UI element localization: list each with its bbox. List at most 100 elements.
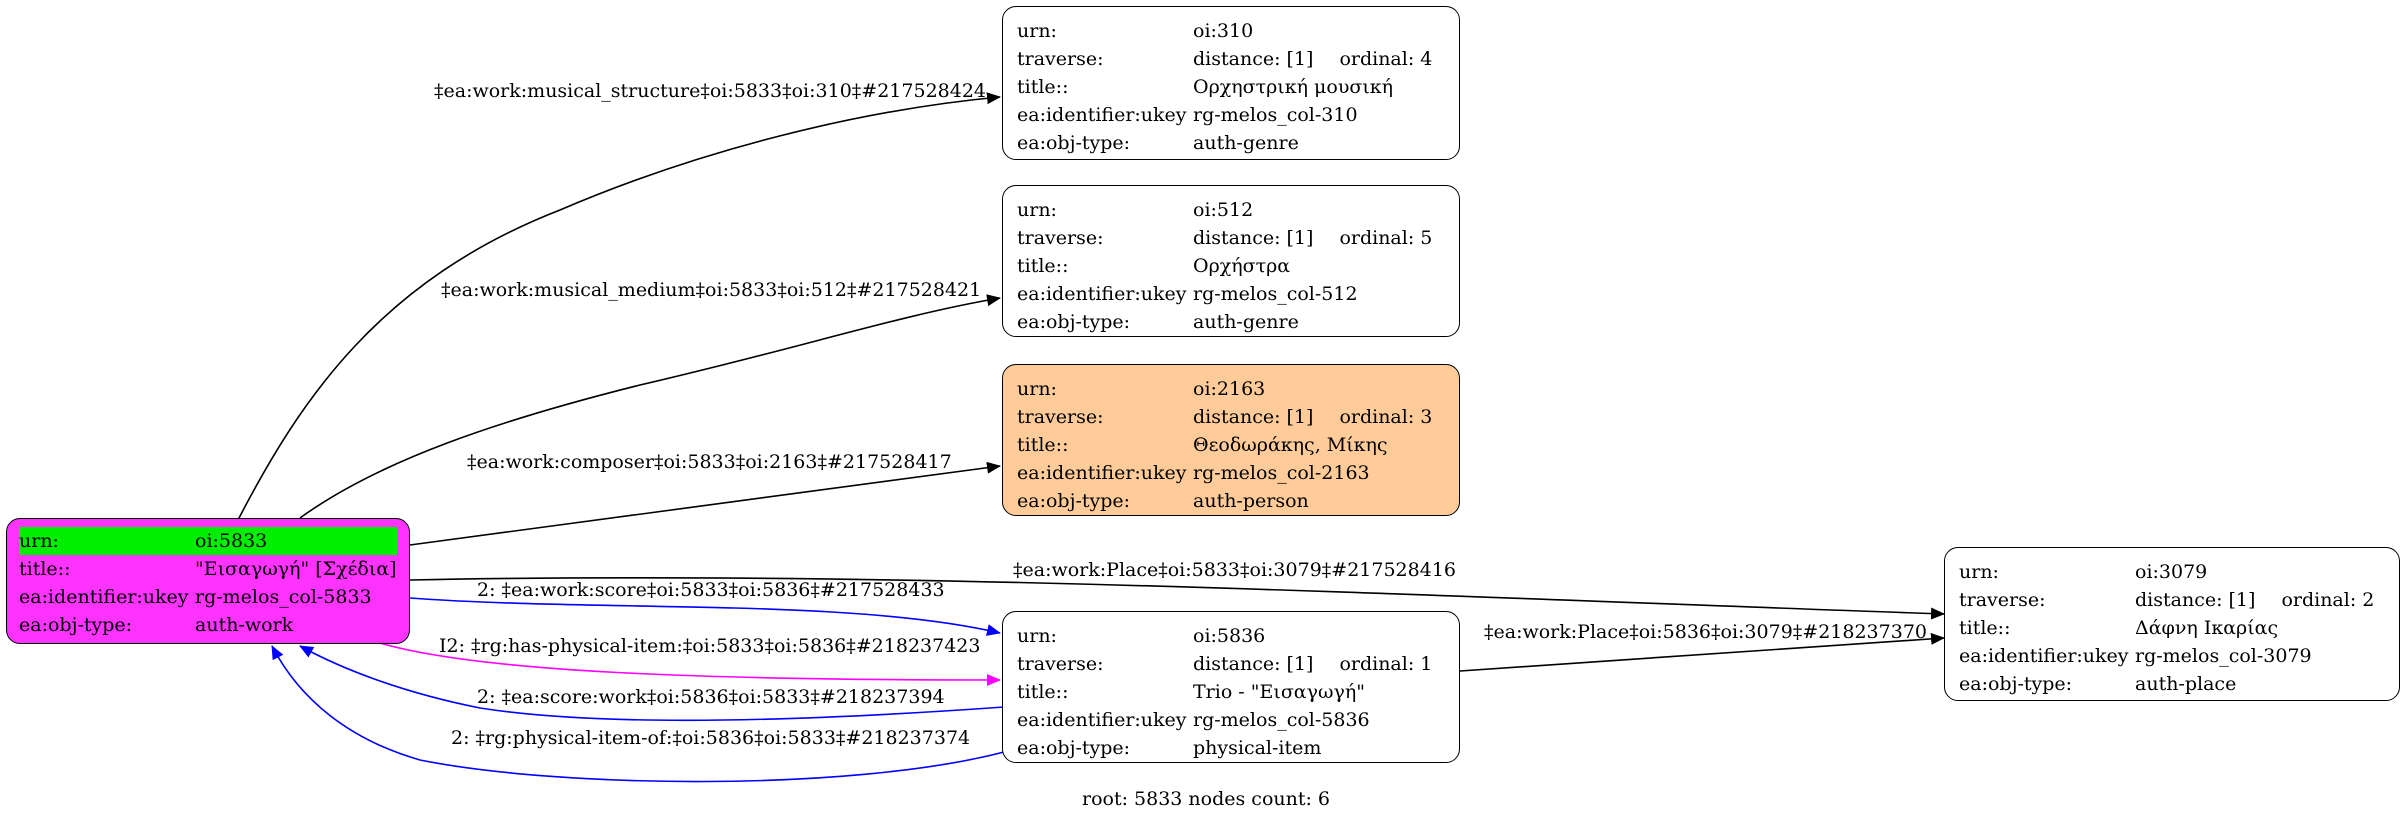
node-row-urn: urn: oi:310: [1017, 17, 1445, 45]
node-oi-3079[interactable]: urn: oi:3079 traverse: distance: [1]ordina…: [1944, 547, 2400, 701]
row-key: urn:: [1959, 561, 1999, 583]
node-row-title: title::Ορχηστρική μουσική: [1017, 73, 1445, 101]
distance-value: distance: [1]: [2135, 589, 2256, 611]
row-key: title::: [1017, 255, 1069, 277]
node-row-traverse: traverse: distance: [1]ordinal: 2: [1959, 586, 2385, 614]
row-value: rg-melos_col-3079: [2135, 645, 2312, 667]
edge-label-score-work: 2: ‡ea:score:work‡oi:5836‡oi:5833‡#21823…: [477, 686, 945, 708]
row-key: ea:obj-type:: [1017, 490, 1131, 512]
node-row-obj-type: ea:obj-type:auth-genre: [1017, 308, 1445, 336]
node-row-traverse: traverse:distance: [1]ordinal: 3: [1017, 403, 1445, 431]
node-row-obj-type: ea:obj-type: physical-item: [1017, 734, 1445, 762]
edge-musical-medium: [299, 294, 1001, 519]
row-value: auth-genre: [1193, 132, 1299, 154]
row-key: title::: [1017, 76, 1069, 98]
row-value: oi:512: [1193, 199, 1254, 221]
row-key: traverse:: [1959, 589, 2046, 611]
row-key: ea:obj-type:: [19, 614, 133, 636]
distance-value: distance: [1]: [1193, 406, 1314, 428]
node-row-urn: urn: oi:5833: [19, 527, 397, 555]
node-row-traverse: traverse:distance: [1]ordinal: 1: [1017, 650, 1445, 678]
edge-label-musical-structure: ‡ea:work:musical_structure‡oi:5833‡oi:31…: [434, 80, 986, 102]
row-key: traverse:: [1017, 227, 1104, 249]
edge-place-5836: [1459, 632, 1945, 672]
row-value: distance: [1] ordinal: 5: [1193, 224, 1445, 252]
ordinal-value: ordinal: 5: [1339, 227, 1433, 249]
row-value: oi:5836: [1193, 625, 1266, 647]
row-value: oi:5833: [195, 527, 397, 555]
row-key: urn:: [19, 527, 195, 555]
row-value: distance: [1]ordinal: 1: [1193, 650, 1445, 678]
node-row-obj-type: ea:obj-type: auth-place: [1959, 670, 2385, 698]
node-row-title: title::Trio - "Εισαγωγή": [1017, 678, 1445, 706]
edge-composer: [409, 461, 1001, 546]
edge-physical-item-of: [271, 645, 1005, 783]
row-value: physical-item: [1193, 737, 1322, 759]
row-value: oi:3079: [2135, 561, 2208, 583]
row-key: title::: [1959, 617, 2011, 639]
row-value: rg-melos_col-5833: [195, 586, 372, 608]
row-value: rg-melos_col-2163: [1193, 462, 1370, 484]
edge-label-has-physical-item: I2: ‡rg:has-physical-item:‡oi:5833‡oi:58…: [439, 635, 980, 657]
row-key: urn:: [1017, 20, 1057, 42]
edge-label-composer: ‡ea:work:composer‡oi:5833‡oi:2163‡#21752…: [467, 451, 952, 473]
distance-value: distance: [1]: [1193, 227, 1314, 249]
edge-label-place-5836: ‡ea:work:Place‡oi:5836‡oi:3079‡#21823737…: [1484, 621, 1927, 643]
node-oi-5836[interactable]: urn: oi:5836 traverse:distance: [1]ordina…: [1002, 611, 1460, 763]
row-key: urn:: [1017, 378, 1057, 400]
node-row-ukey: ea:identifier:ukey rg-melos_col-3079: [1959, 642, 2385, 670]
distance-value: distance: [1]: [1193, 653, 1314, 675]
node-row-title: title:: "Εισαγωγή" [Σχέδια]: [19, 555, 397, 583]
row-value: rg-melos_col-5836: [1193, 709, 1370, 731]
row-value: rg-melos_col-512: [1193, 283, 1358, 305]
node-row-ukey: ea:identifier:ukey rg-melos_col-5836: [1017, 706, 1445, 734]
row-key: ea:identifier:ukey: [1017, 283, 1187, 305]
row-key: ea:identifier:ukey: [1017, 104, 1187, 126]
row-value: auth-place: [2135, 673, 2237, 695]
row-value: Δάφνη Ικαρίας: [2135, 617, 2279, 639]
row-key: ea:identifier:ukey: [1017, 709, 1187, 731]
graph-footer-caption: root: 5833 nodes count: 6: [1082, 788, 1331, 810]
row-key: ea:identifier:ukey: [1959, 645, 2129, 667]
row-key: urn:: [1017, 625, 1057, 647]
row-value: distance: [1]ordinal: 3: [1193, 403, 1445, 431]
row-value: oi:310: [1193, 20, 1254, 42]
node-row-title: title::Θεοδωράκης, Μίκης: [1017, 431, 1445, 459]
row-key: ea:obj-type:: [1959, 673, 2073, 695]
edge-has-physical-item: [379, 642, 1001, 686]
edge-label-musical-medium: ‡ea:work:musical_medium‡oi:5833‡oi:512‡#…: [441, 279, 981, 301]
row-key: ea:obj-type:: [1017, 737, 1131, 759]
edge-place-5833: [409, 576, 1945, 620]
node-row-ukey: ea:identifier:ukey rg-melos_col-2163: [1017, 459, 1445, 487]
node-row-urn: urn:oi:512: [1017, 196, 1445, 224]
edge-label-score: 2: ‡ea:work:score‡oi:5833‡oi:5836‡#21752…: [477, 579, 945, 601]
row-key: ea:obj-type:: [1017, 311, 1131, 333]
node-oi-310[interactable]: urn: oi:310 traverse: distance: [1] ordinal…: [1002, 6, 1460, 160]
row-key: ea:identifier:ukey: [1017, 462, 1187, 484]
node-row-urn: urn: oi:3079: [1959, 558, 2385, 586]
node-oi-2163[interactable]: urn:oi:2163 traverse:distance: [1]ordina…: [1002, 364, 1460, 516]
ordinal-value: ordinal: 4: [1339, 48, 1433, 70]
row-value: auth-work: [195, 614, 294, 636]
edge-musical-structure: [237, 92, 1001, 521]
node-row-traverse: traverse: distance: [1] ordinal: 5: [1017, 224, 1445, 252]
edge-score: [409, 597, 1001, 636]
node-row-traverse: traverse: distance: [1] ordinal: 4: [1017, 45, 1445, 73]
node-row-ukey: ea:identifier:ukey rg-melos_col-5833: [19, 583, 397, 611]
node-row-title: title::Δάφνη Ικαρίας: [1959, 614, 2385, 642]
node-row-obj-type: ea:obj-type: auth-work: [19, 611, 397, 639]
distance-value: distance: [1]: [1193, 48, 1314, 70]
row-value: distance: [1]ordinal: 2: [2135, 586, 2385, 614]
row-key: traverse:: [1017, 48, 1104, 70]
row-value: Ορχηστρική μουσική: [1193, 76, 1394, 98]
node-oi-5833-root[interactable]: urn: oi:5833 title:: "Εισαγωγή" [Σχέδια]…: [6, 518, 410, 644]
row-key: title::: [1017, 681, 1069, 703]
node-oi-512[interactable]: urn:oi:512 traverse: distance: [1] ordinal…: [1002, 185, 1460, 337]
row-value: "Εισαγωγή" [Σχέδια]: [195, 558, 397, 580]
row-key: title::: [1017, 434, 1069, 456]
row-value: Θεοδωράκης, Μίκης: [1193, 434, 1388, 456]
node-row-ukey: ea:identifier:ukey rg-melos_col-512: [1017, 280, 1445, 308]
row-key: title::: [19, 558, 71, 580]
